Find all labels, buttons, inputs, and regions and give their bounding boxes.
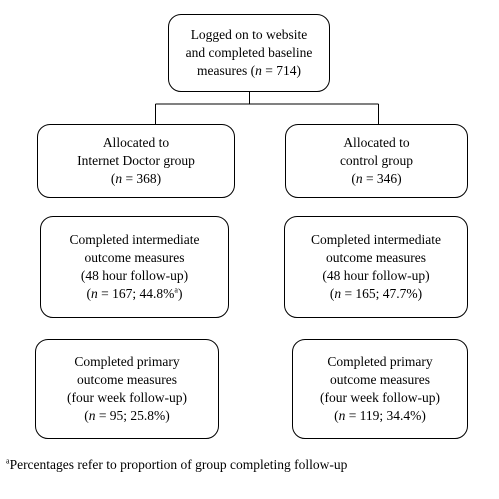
box-count-line: measures (n = 714): [197, 62, 301, 80]
box-primary-control: Completed primary outcome measures (four…: [292, 339, 468, 439]
box-text-line: Completed primary: [327, 354, 433, 369]
n-symbol: n: [115, 171, 123, 186]
footnote-marker: a: [174, 285, 178, 295]
box-text-line: Logged on to website: [190, 27, 308, 42]
footnote-text: Percentages refer to proportion of group…: [9, 457, 348, 472]
text-fragment: = 165; 47.7%): [341, 286, 423, 301]
box-count-line: (n = 95; 25.8%): [84, 407, 170, 425]
box-text-line: outcome measures: [325, 250, 427, 265]
box-text-line: Allocated to: [102, 135, 170, 150]
box-count-line: (n = 346): [351, 170, 401, 188]
box-text-line: Allocated to: [343, 135, 410, 150]
text-fragment: = 346): [362, 171, 402, 186]
box-allocated-control: Allocated to control group (n = 346): [285, 124, 468, 198]
box-count-line: (n = 119; 34.4%): [334, 407, 426, 425]
box-text-line: and completed baseline: [185, 45, 313, 60]
n-symbol: n: [334, 286, 342, 301]
text-fragment: (: [86, 286, 92, 301]
text-fragment: = 167; 44.8%: [97, 286, 175, 301]
box-text-line: Internet Doctor group: [77, 153, 195, 168]
text-fragment: (: [110, 171, 116, 186]
n-symbol: n: [88, 408, 96, 423]
box-count-line: (n = 165; 47.7%): [330, 285, 422, 303]
text-fragment: ): [177, 286, 183, 301]
box-text-line: Completed primary: [74, 354, 180, 369]
box-primary-internet-doctor: Completed primary outcome measures (four…: [35, 339, 219, 439]
n-symbol: n: [338, 408, 346, 423]
box-text-line: Completed intermediate: [69, 232, 200, 247]
box-text-line: (four week follow-up): [320, 390, 440, 405]
text-fragment: (: [351, 171, 356, 186]
box-intermediate-control: Completed intermediate outcome measures …: [284, 216, 468, 318]
box-text-line: outcome measures: [76, 372, 178, 387]
text-fragment: = 368): [122, 171, 162, 186]
text-fragment: measures (: [197, 63, 256, 78]
box-text-line: Completed intermediate: [310, 232, 442, 247]
text-fragment: = 95; 25.8%): [95, 408, 170, 423]
text-fragment: (: [84, 408, 89, 423]
box-text-line: outcome measures: [329, 372, 431, 387]
box-count-line: (n = 167; 44.8%a): [87, 285, 183, 303]
box-text-line: control group: [339, 153, 414, 168]
box-text-line: (48 hour follow-up): [322, 268, 430, 283]
box-logged-on-baseline: Logged on to website and completed basel…: [168, 14, 330, 92]
box-text-line: (48 hour follow-up): [80, 268, 189, 283]
text-fragment: = 119; 34.4%): [345, 408, 426, 423]
n-symbol: n: [91, 286, 98, 301]
text-fragment: (: [329, 286, 335, 301]
box-intermediate-internet-doctor: Completed intermediate outcome measures …: [40, 216, 229, 318]
n-symbol: n: [355, 171, 363, 186]
box-allocated-internet-doctor: Allocated to Internet Doctor group (n = …: [37, 124, 235, 198]
box-text-line: outcome measures: [84, 250, 185, 265]
footnote-marker: a: [6, 456, 10, 466]
text-fragment: = 714): [261, 63, 301, 78]
n-symbol: n: [255, 63, 262, 78]
box-text-line: (four week follow-up): [67, 390, 187, 405]
footnote: aPercentages refer to proportion of grou…: [6, 457, 347, 473]
text-fragment: (: [334, 408, 339, 423]
box-count-line: (n = 368): [111, 170, 161, 188]
